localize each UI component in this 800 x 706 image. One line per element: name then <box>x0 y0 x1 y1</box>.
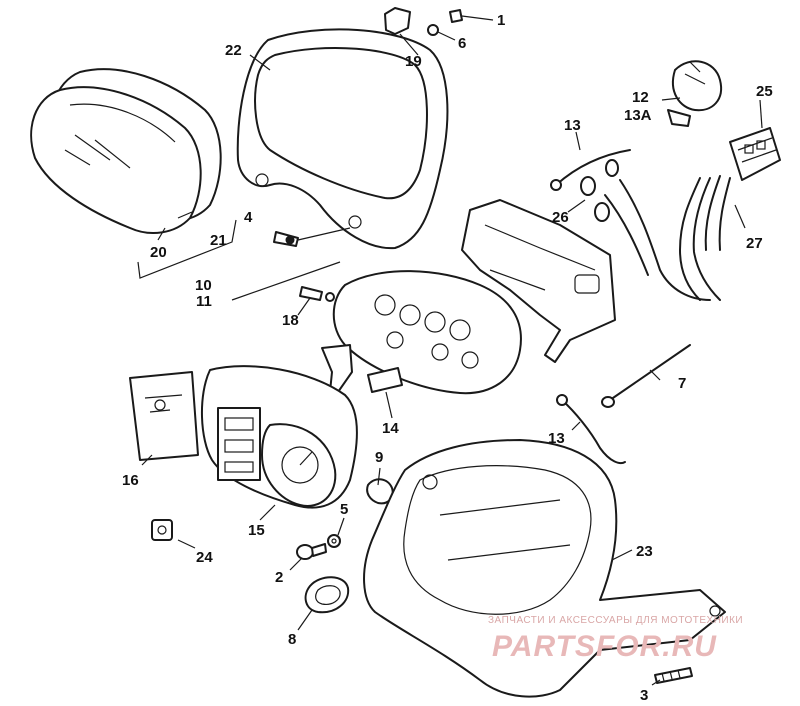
meter-housing-11 <box>332 270 522 395</box>
screw-2 <box>296 543 327 560</box>
rod-7 <box>601 344 691 408</box>
callout-16: 16 <box>122 472 139 489</box>
lens-assembly <box>30 68 222 234</box>
clip-19 <box>384 7 411 35</box>
pin-18 <box>299 286 335 302</box>
meter-15 <box>201 365 358 509</box>
part-24 <box>151 519 173 541</box>
callout-12: 12 <box>632 89 649 106</box>
group-bracket-10 <box>137 219 237 279</box>
callout-23: 23 <box>636 543 653 560</box>
lens-glass <box>30 86 202 234</box>
upper-cover <box>236 28 449 250</box>
callout-6: 6 <box>458 35 466 52</box>
callout-14: 14 <box>382 420 399 437</box>
callout-27: 27 <box>746 235 763 252</box>
washer-5 <box>327 534 341 548</box>
callout-13a: 13A <box>624 107 652 124</box>
callout-26: 26 <box>552 209 569 226</box>
wire-harness-27 <box>604 175 731 301</box>
callout-18: 18 <box>282 312 299 329</box>
watermark-tagline: ЗАПЧАСТИ И АКСЕССУАРЫ ДЛЯ МОТОТЕХНИКИ <box>488 615 743 626</box>
watermark-brand: PARTSFOR.RU <box>492 630 717 663</box>
callout-7: 7 <box>678 375 686 392</box>
upper-cover-window <box>254 46 428 200</box>
callout-13-bottom: 13 <box>548 430 565 447</box>
callout-25: 25 <box>756 83 773 100</box>
watermark: ЗАПЧАСТИ И АКСЕССУАРЫ ДЛЯ МОТОТЕХНИКИ PA… <box>488 615 743 663</box>
light-guide-14 <box>321 344 403 393</box>
sensor-12 <box>667 60 723 127</box>
callout-13-top: 13 <box>564 117 581 134</box>
callout-10: 10 <box>195 277 212 294</box>
screw-3 <box>654 667 693 684</box>
leader-lines <box>141 15 763 686</box>
screw-4 <box>273 231 299 247</box>
bulbs-26 <box>580 159 619 222</box>
callout-1: 1 <box>497 12 505 29</box>
callout-20: 20 <box>150 244 167 261</box>
top-clip-and-screws <box>384 7 463 36</box>
callout-11: 11 <box>196 293 212 310</box>
connector-25 <box>729 127 781 181</box>
callout-15: 15 <box>248 522 265 539</box>
callout-5: 5 <box>340 501 348 518</box>
callout-3: 3 <box>640 687 648 704</box>
callout-21: 21 <box>210 232 227 249</box>
callout-19: 19 <box>405 53 422 70</box>
bulb-wire-13-bottom <box>556 394 626 465</box>
mounting-bracket <box>461 199 616 363</box>
indicator-panel-16 <box>129 371 199 461</box>
callout-4: 4 <box>244 209 253 226</box>
callout-8: 8 <box>288 631 296 648</box>
grommet-8 <box>304 576 350 614</box>
nut-6 <box>427 24 439 36</box>
callout-labels: 1 6 19 22 4 21 20 10 11 18 14 16 15 9 5 … <box>122 12 773 704</box>
callout-22: 22 <box>225 42 242 59</box>
bulb-wire-13-top <box>550 149 631 191</box>
callout-9: 9 <box>375 449 383 466</box>
screw-1 <box>449 9 463 23</box>
callout-2: 2 <box>275 569 283 586</box>
lower-housing-23 <box>363 439 726 698</box>
callout-24: 24 <box>196 549 213 566</box>
